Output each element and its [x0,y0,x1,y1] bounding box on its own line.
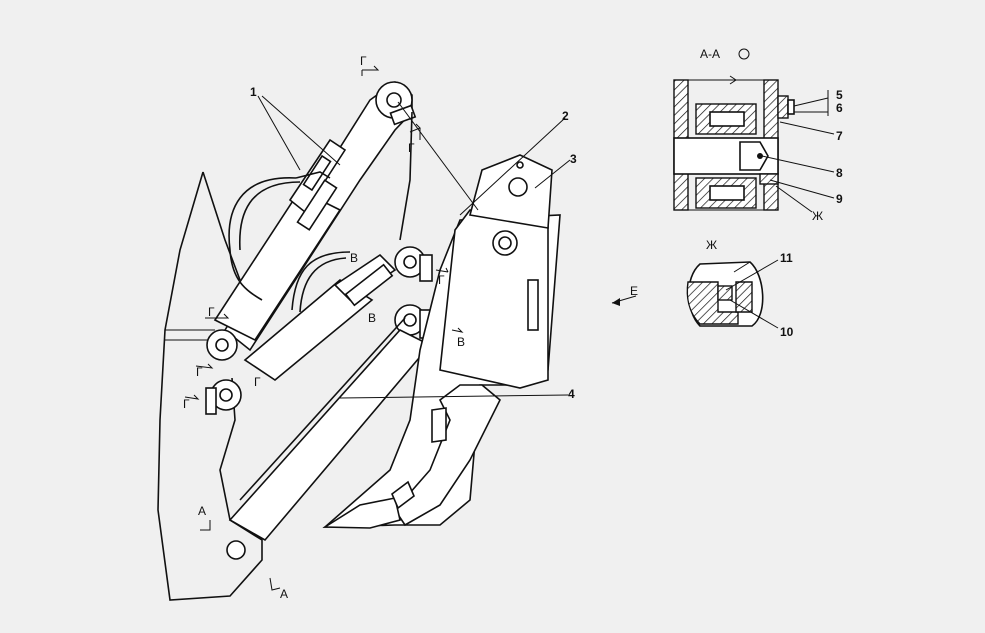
detail-zh-ref: Ж [812,209,823,223]
section-mark-a-top: А [198,504,206,518]
leader-4 [339,394,569,399]
callout-3: 3 [570,152,577,166]
ripper-tip [322,497,401,529]
section-mark-g-left1: Г [208,305,215,319]
section-mark-g-top: Г [360,54,367,68]
section-aa-title: А-А [700,47,720,61]
section-mark-g-left3: Г [254,375,261,389]
callout-1: 1 [250,85,257,99]
leader-2 [459,117,566,216]
frame-outline [157,171,263,601]
detail-zh-view: Ж [686,238,779,329]
callout-11: 11 [780,251,793,265]
section-mark-g-upper: Г [408,141,415,155]
callout-7: 7 [836,129,843,143]
section-mark-g-left2: Г [196,365,203,379]
section-mark-g-left4: Г [183,397,190,411]
lower-hydraulic-cylinder [243,253,397,381]
callout-6: 6 [836,101,843,115]
hydraulic-hose-2 [291,251,351,311]
callout-2: 2 [562,109,569,123]
callout-10: 10 [780,325,794,339]
section-mark-g-mid: Г [438,273,445,287]
frame-inner-edge [202,171,241,281]
section-mark-v-right: В [457,335,465,349]
leader-3 [534,159,571,189]
shank-housing [439,209,549,389]
section-aa-view: А-А [673,47,835,213]
detail-zh-title: Ж [706,238,717,252]
rotation-symbol-icon [738,48,750,60]
leader-1 [257,95,341,171]
callout-4: 4 [568,387,575,401]
callout-5: 5 [836,88,843,102]
section-mark-v-mid: В [350,251,358,265]
lower-beam-pivot [226,540,246,560]
main-assembly [157,65,637,601]
view-mark-e: Е [630,284,638,298]
section-mark-v-left: В [368,311,376,325]
callout-9: 9 [836,192,843,206]
section-mark-a-bottom: А [280,587,288,601]
hydraulic-hose-1 [228,177,297,301]
callout-8: 8 [836,166,843,180]
